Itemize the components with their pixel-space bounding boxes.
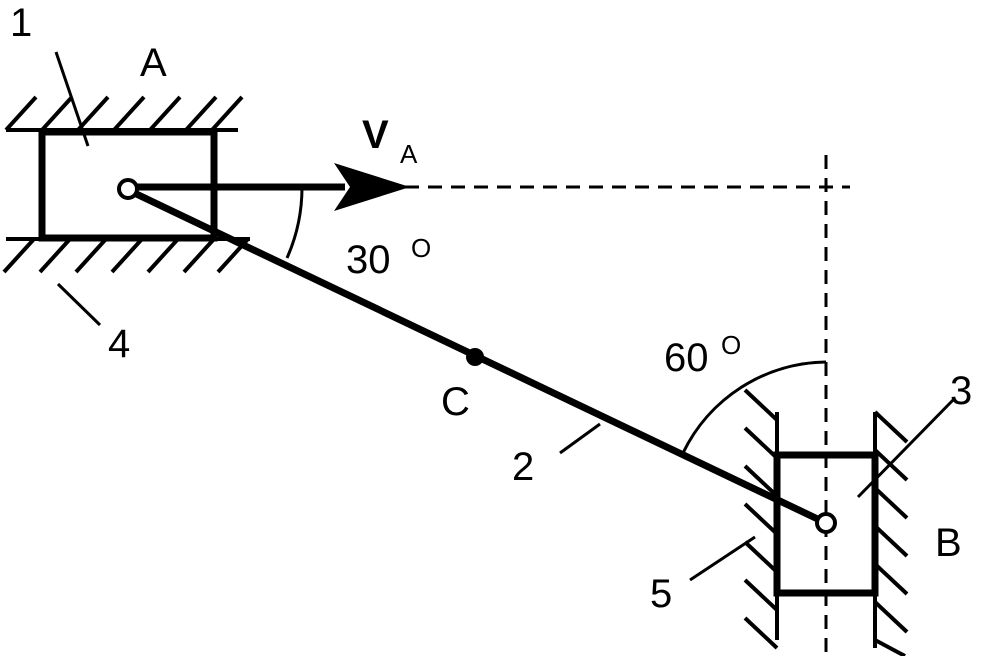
left-guide-surface: [743, 388, 779, 650]
velocity-subscript: A: [400, 139, 418, 169]
angle-30-value: 30: [346, 238, 391, 282]
part-2-label: 2: [512, 445, 534, 489]
angle-30-degree-mark: O: [411, 233, 431, 263]
point-c-dot: [466, 348, 484, 366]
joint-a: [117, 178, 139, 200]
right-guide-surface: [873, 410, 909, 656]
bottom-guide-surface: [2, 237, 250, 274]
part-5-label: 5: [650, 572, 672, 616]
dashed-reference-lines: [405, 155, 850, 652]
point-c-label: C: [441, 380, 470, 424]
angle-30-arc: [285, 186, 304, 259]
part-4-label: 4: [108, 322, 130, 366]
part-3-label: 3: [950, 369, 972, 413]
angle-60-arc: [681, 360, 827, 454]
leader-lines: [54, 51, 957, 582]
point-a-label: A: [140, 41, 167, 85]
joint-b: [815, 512, 837, 534]
velocity-arrow: [128, 163, 410, 211]
velocity-label: V: [362, 113, 389, 157]
part-1-label: 1: [10, 1, 32, 45]
top-guide-surface: [4, 95, 244, 132]
point-b-label: B: [935, 521, 962, 565]
angle-60-degree-mark: O: [721, 330, 741, 360]
angle-60-value: 60: [664, 336, 709, 380]
